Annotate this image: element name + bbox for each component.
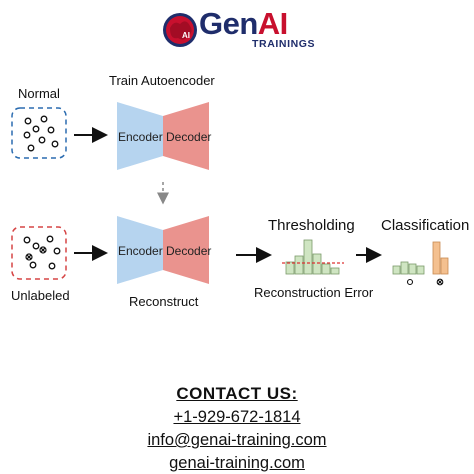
brand-title: GenAI	[199, 6, 288, 42]
class-bar	[416, 265, 425, 275]
classification-anomaly-bars	[432, 241, 449, 275]
bottom-encoder-block	[117, 216, 163, 284]
class-bar	[400, 261, 409, 275]
brand-ai: AI	[257, 6, 289, 41]
unlabeled-label: Unlabeled	[11, 288, 70, 303]
bottom-decoder-label: Decoder	[166, 244, 211, 258]
normal-label: Normal	[18, 86, 60, 101]
unlabeled-points	[23, 235, 61, 270]
brain-logo-icon: AI	[163, 13, 197, 47]
bottom-autoencoder: Encoder Decoder	[117, 216, 211, 284]
class-bar	[440, 257, 449, 275]
top-autoencoder: Encoder Decoder	[117, 102, 211, 170]
thresholding-histogram	[285, 239, 340, 275]
class-bar	[432, 241, 441, 275]
normal-points	[23, 115, 59, 152]
class-bar	[392, 265, 401, 275]
bottom-encoder-label: Encoder	[118, 244, 163, 258]
classification-title: Classification	[381, 217, 469, 234]
top-encoder-label: Encoder	[118, 130, 163, 144]
hist-bar	[294, 255, 304, 275]
anomaly-class-icon	[436, 278, 444, 286]
hist-bar	[285, 261, 295, 275]
top-decoder-block	[163, 102, 209, 170]
classification-normal-bars	[392, 261, 425, 275]
reconstruction-error-label: Reconstruction Error	[254, 285, 374, 300]
brand-subtitle: TRAININGS	[252, 38, 316, 50]
normal-data-box	[11, 107, 67, 159]
contact-heading: CONTACT US:	[176, 384, 298, 403]
anomaly-points	[25, 246, 47, 261]
contact-email[interactable]: info@genai-training.com	[147, 431, 327, 449]
normal-class-icon	[406, 278, 414, 286]
hist-bar	[321, 263, 331, 275]
top-encoder-block	[117, 102, 163, 170]
bottom-decoder-block	[163, 216, 209, 284]
train-autoencoder-title: Train Autoencoder	[109, 73, 215, 88]
contact-phone[interactable]: +1-929-672-1814	[173, 408, 301, 426]
class-bar	[408, 263, 417, 275]
brand-gen: Gen	[199, 6, 258, 41]
badge-text: AI	[182, 31, 190, 40]
hist-bar	[330, 267, 340, 275]
contact-website[interactable]: genai-training.com	[169, 454, 305, 472]
hist-bar	[303, 239, 313, 275]
thresholding-title: Thresholding	[268, 217, 355, 234]
top-decoder-label: Decoder	[166, 130, 211, 144]
unlabeled-data-box	[11, 226, 67, 280]
hist-bar	[312, 253, 322, 275]
brand-logo: AI	[160, 8, 330, 52]
anomaly-detection-diagram: Normal Train Autoencoder Encoder Decoder	[11, 73, 469, 309]
reconstruct-label: Reconstruct	[129, 294, 199, 309]
